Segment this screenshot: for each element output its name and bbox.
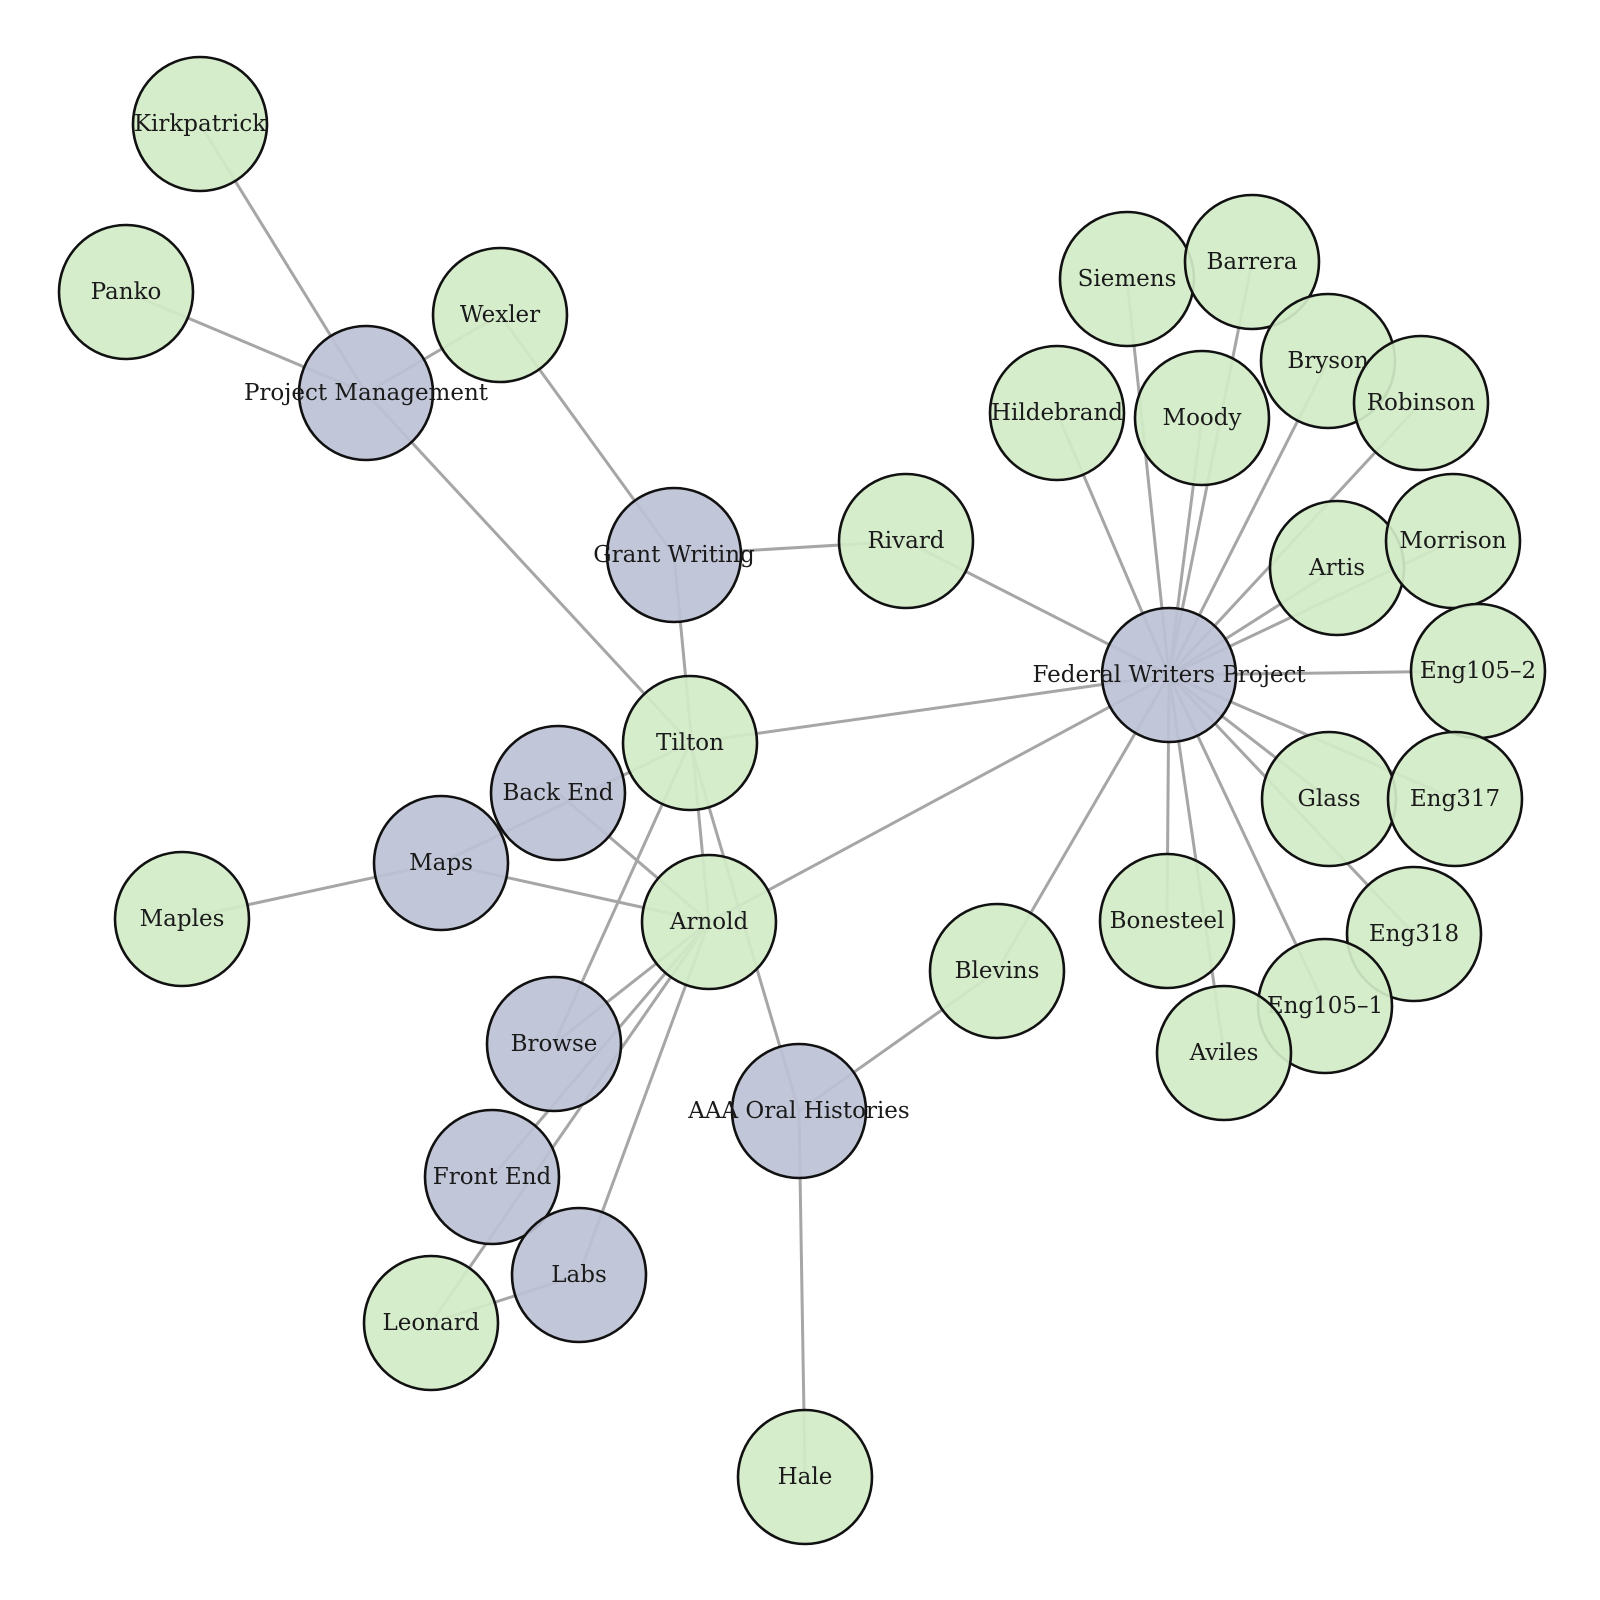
node-label-labs: Labs [551,1262,607,1288]
node-browse[interactable]: Browse [485,975,623,1113]
node-label-barrera: Barrera [1207,249,1298,275]
node-bonesteel[interactable]: Bonesteel [1098,852,1236,990]
node-label-eng105-1: Eng105–1 [1267,993,1383,1019]
node-labs[interactable]: Labs [510,1206,648,1344]
node-label-hildebrand: Hildebrand [991,400,1123,426]
node-label-back-end: Back End [502,780,613,806]
node-label-morrison: Morrison [1399,528,1506,554]
node-circle-robinson [1352,334,1490,472]
edge-arnold-leonard [429,921,711,1324]
node-hale[interactable]: Hale [736,1408,874,1546]
node-circle-bonesteel [1098,852,1236,990]
node-label-glass: Glass [1297,786,1360,812]
node-label-federal-writers-project: Federal Writers Project [1032,662,1306,688]
node-tilton[interactable]: Tilton [621,674,759,812]
node-eng105-2[interactable]: Eng105–2 [1409,602,1547,740]
node-circle-barrera [1183,193,1321,331]
node-kirkpatrick[interactable]: Kirkpatrick [131,55,269,193]
node-label-kirkpatrick: Kirkpatrick [134,111,267,137]
node-label-wexler: Wexler [460,302,540,328]
node-wexler[interactable]: Wexler [431,246,569,384]
node-aviles[interactable]: Aviles [1155,984,1293,1122]
node-label-blevins: Blevins [955,958,1040,984]
node-robinson[interactable]: Robinson [1352,334,1490,472]
node-barrera[interactable]: Barrera [1183,193,1321,331]
node-glass[interactable]: Glass [1260,730,1398,868]
node-maps[interactable]: Maps [372,794,510,932]
node-label-artis: Artis [1308,555,1365,581]
node-circle-kirkpatrick [131,55,269,193]
node-circle-labs [510,1206,648,1344]
node-circle-federal-writers-project [1100,606,1238,744]
node-circle-aaa-oral-histories [730,1042,868,1180]
node-front-end[interactable]: Front End [423,1108,561,1246]
node-label-hale: Hale [778,1464,833,1490]
edge-arnold-federal-writers-project [708,673,1170,924]
node-artis[interactable]: Artis [1268,499,1406,637]
edge-tilton-federal-writers-project [689,673,1170,745]
node-label-aviles: Aviles [1189,1040,1259,1066]
node-siemens[interactable]: Siemens [1058,210,1196,348]
node-federal-writers-project[interactable]: Federal Writers Project [1032,606,1306,744]
node-circle-arnold [640,853,778,991]
node-panko[interactable]: Panko [57,223,195,361]
edge-project-management-tilton [364,391,692,745]
node-label-moody: Moody [1163,405,1242,431]
node-label-browse: Browse [511,1031,598,1057]
node-circle-leonard [362,1254,500,1392]
node-label-eng318: Eng318 [1369,921,1459,947]
node-morrison[interactable]: Morrison [1384,472,1522,610]
node-label-front-end: Front End [433,1164,552,1190]
node-label-arnold: Arnold [669,909,749,935]
node-circle-rivard [837,472,975,610]
node-circle-eng317 [1386,730,1524,868]
node-label-project-management: Project Management [244,380,489,406]
node-circle-maples [113,850,251,988]
node-label-bonesteel: Bonesteel [1110,908,1225,934]
node-rivard[interactable]: Rivard [837,472,975,610]
node-label-bryson: Bryson [1287,348,1369,374]
node-label-siemens: Siemens [1078,266,1177,292]
node-label-panko: Panko [91,279,162,305]
node-eng317[interactable]: Eng317 [1386,730,1524,868]
node-label-aaa-oral-histories: AAA Oral Histories [687,1098,909,1124]
node-label-eng105-2: Eng105–2 [1420,658,1536,684]
node-circle-moody [1133,349,1271,487]
node-blevins[interactable]: Blevins [928,902,1066,1040]
node-circle-back-end [489,724,627,862]
node-circle-panko [57,223,195,361]
node-circle-browse [485,975,623,1113]
node-maples[interactable]: Maples [113,850,251,988]
node-circle-maps [372,794,510,932]
node-label-eng317: Eng317 [1410,786,1500,812]
node-label-robinson: Robinson [1367,390,1476,416]
node-label-leonard: Leonard [383,1310,480,1336]
node-leonard[interactable]: Leonard [362,1254,500,1392]
node-arnold[interactable]: Arnold [640,853,778,991]
node-hildebrand[interactable]: Hildebrand [988,344,1126,482]
node-label-maps: Maps [409,850,473,876]
node-back-end[interactable]: Back End [489,724,627,862]
node-circle-blevins [928,902,1066,1040]
node-label-maples: Maples [140,906,225,932]
node-eng105-1[interactable]: Eng105–1 [1256,937,1394,1075]
node-circle-front-end [423,1108,561,1246]
node-moody[interactable]: Moody [1133,349,1271,487]
node-circle-grant-writing [605,486,743,624]
node-grant-writing[interactable]: Grant Writing [593,486,755,624]
node-project-management[interactable]: Project Management [244,324,489,462]
node-label-rivard: Rivard [867,528,944,554]
node-circle-hale [736,1408,874,1546]
node-circle-wexler [431,246,569,384]
node-label-tilton: Tilton [656,730,724,756]
node-aaa-oral-histories[interactable]: AAA Oral Histories [687,1042,910,1180]
node-label-grant-writing: Grant Writing [593,542,755,568]
node-circle-project-management [297,324,435,462]
node-circle-aviles [1155,984,1293,1122]
node-circle-hildebrand [988,344,1126,482]
node-circle-tilton [621,674,759,812]
